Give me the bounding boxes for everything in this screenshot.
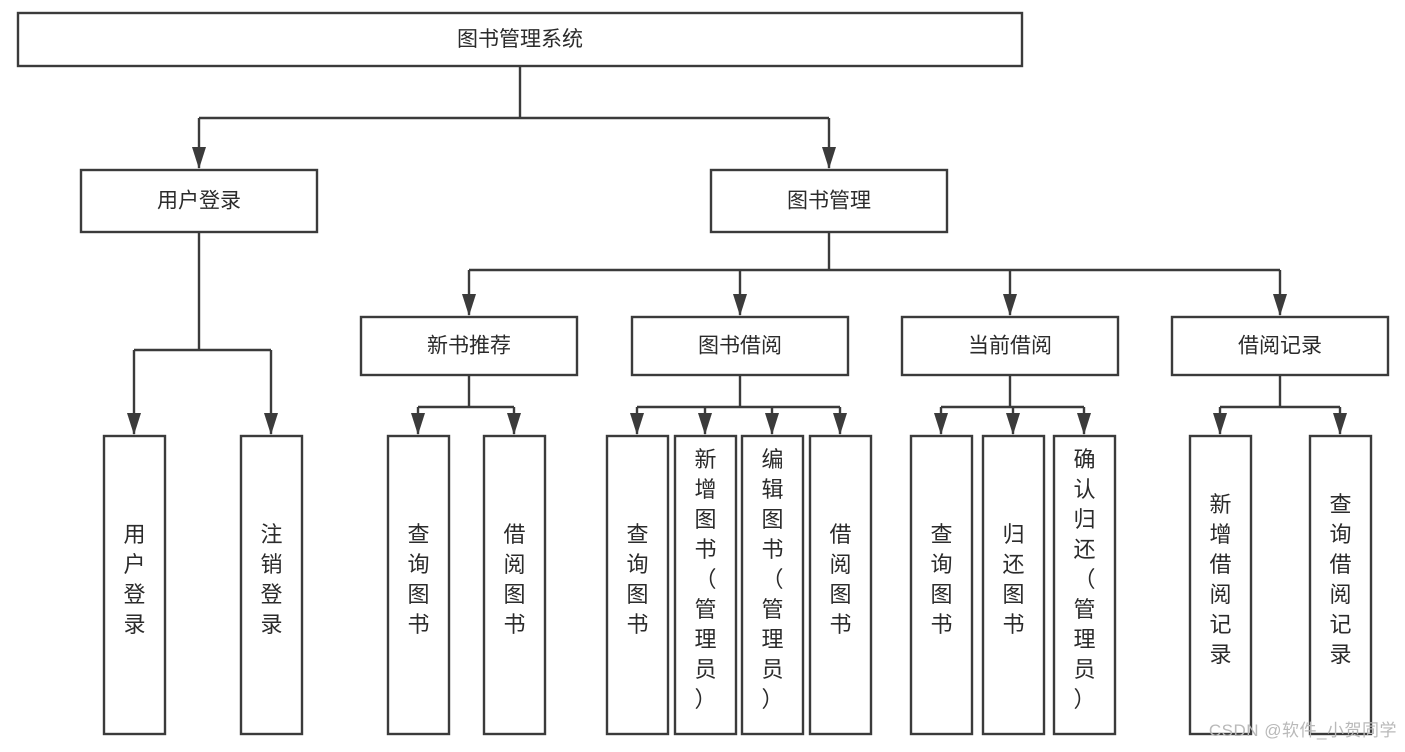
node-root-图书管理系统[interactable]: 图书管理系统 — [16, 11, 1024, 68]
arrow-head-icon — [462, 294, 476, 316]
node-leaf-9-归还图书-rect[interactable] — [981, 434, 1046, 736]
node-leaf-12-查询借阅记录[interactable]: 查询借阅记录 — [1308, 434, 1373, 736]
node-leaf-5-新增图书管理员-label: 新增图书（管理员） — [694, 447, 716, 712]
node-l2-图书管理-rect[interactable] — [709, 168, 949, 234]
node-leaf-6-编辑图书管理员[interactable]: 编辑图书（管理员） — [740, 434, 805, 736]
node-l3-图书借阅-label: 图书借阅 — [698, 335, 782, 358]
node-leaf-11-新增借阅记录-label: 新增借阅记录 — [1209, 492, 1231, 667]
node-root-图书管理系统-label: 图书管理系统 — [457, 28, 583, 51]
arrow-head-icon — [1003, 294, 1017, 316]
node-leaf-2-查询图书[interactable]: 查询图书 — [386, 434, 451, 736]
arrow-head-icon — [1006, 413, 1020, 435]
node-l2-用户登录[interactable]: 用户登录 — [79, 168, 319, 234]
node-leaf-0-用户登录-rect[interactable] — [102, 434, 167, 736]
node-l3-当前借阅-label: 当前借阅 — [968, 335, 1052, 358]
node-leaf-3-借阅图书-label: 借阅图书 — [503, 522, 525, 637]
node-leaf-9-归还图书[interactable]: 归还图书 — [981, 434, 1046, 736]
arrow-head-icon — [1213, 413, 1227, 435]
node-leaf-12-查询借阅记录-rect[interactable] — [1308, 434, 1373, 736]
node-leaf-6-编辑图书管理员-rect[interactable] — [740, 434, 805, 736]
node-leaf-7-借阅图书-label: 借阅图书 — [829, 522, 851, 637]
node-l2-用户登录-label: 用户登录 — [157, 190, 241, 213]
node-l3-当前借阅-rect[interactable] — [900, 315, 1120, 377]
node-leaf-2-查询图书-rect[interactable] — [386, 434, 451, 736]
arrow-head-icon — [264, 413, 278, 435]
arrow-head-icon — [833, 413, 847, 435]
node-l2-用户登录-rect[interactable] — [79, 168, 319, 234]
node-leaf-1-注销登录[interactable]: 注销登录 — [239, 434, 304, 736]
arrow-head-icon — [1077, 413, 1091, 435]
arrow-head-icon — [192, 147, 206, 169]
node-leaf-11-新增借阅记录[interactable]: 新增借阅记录 — [1188, 434, 1253, 736]
arrow-head-icon — [822, 147, 836, 169]
node-leaf-6-编辑图书管理员-label: 编辑图书（管理员） — [761, 447, 783, 712]
node-layer: 图书管理系统用户登录图书管理新书推荐图书借阅当前借阅借阅记录用户登录注销登录查询… — [16, 11, 1390, 736]
arrow-head-icon — [1333, 413, 1347, 435]
node-leaf-12-查询借阅记录-label: 查询借阅记录 — [1329, 492, 1351, 667]
node-leaf-9-归还图书-label: 归还图书 — [1002, 522, 1024, 637]
node-leaf-4-查询图书[interactable]: 查询图书 — [605, 434, 670, 736]
node-l3-图书借阅-rect[interactable] — [630, 315, 850, 377]
node-l3-新书推荐-label: 新书推荐 — [427, 335, 511, 358]
node-root-图书管理系统-rect[interactable] — [16, 11, 1024, 68]
node-l3-当前借阅[interactable]: 当前借阅 — [900, 315, 1120, 377]
node-leaf-10-确认归还管理员[interactable]: 确认归还（管理员） — [1052, 434, 1117, 736]
node-leaf-8-查询图书[interactable]: 查询图书 — [909, 434, 974, 736]
node-leaf-11-新增借阅记录-rect[interactable] — [1188, 434, 1253, 736]
node-leaf-10-确认归还管理员-label: 确认归还（管理员） — [1073, 447, 1095, 712]
connector-layer — [127, 66, 1347, 435]
node-l3-新书推荐-rect[interactable] — [359, 315, 579, 377]
node-l3-新书推荐[interactable]: 新书推荐 — [359, 315, 579, 377]
node-leaf-1-注销登录-label: 注销登录 — [260, 522, 282, 637]
node-leaf-5-新增图书管理员[interactable]: 新增图书（管理员） — [673, 434, 738, 736]
arrow-head-icon — [127, 413, 141, 435]
node-l3-借阅记录-rect[interactable] — [1170, 315, 1390, 377]
node-leaf-7-借阅图书[interactable]: 借阅图书 — [808, 434, 873, 736]
node-leaf-1-注销登录-rect[interactable] — [239, 434, 304, 736]
arrow-head-icon — [733, 294, 747, 316]
arrow-head-icon — [411, 413, 425, 435]
node-l3-借阅记录[interactable]: 借阅记录 — [1170, 315, 1390, 377]
node-leaf-5-新增图书管理员-rect[interactable] — [673, 434, 738, 736]
node-leaf-4-查询图书-label: 查询图书 — [626, 522, 648, 637]
arrow-head-icon — [934, 413, 948, 435]
node-leaf-10-确认归还管理员-rect[interactable] — [1052, 434, 1117, 736]
arrow-head-icon — [1273, 294, 1287, 316]
node-leaf-8-查询图书-label: 查询图书 — [930, 522, 952, 637]
node-leaf-8-查询图书-rect[interactable] — [909, 434, 974, 736]
node-l3-借阅记录-label: 借阅记录 — [1238, 335, 1322, 358]
node-l3-图书借阅[interactable]: 图书借阅 — [630, 315, 850, 377]
node-leaf-2-查询图书-label: 查询图书 — [407, 522, 429, 637]
node-leaf-0-用户登录-label: 用户登录 — [123, 522, 145, 637]
node-leaf-3-借阅图书[interactable]: 借阅图书 — [482, 434, 547, 736]
arrow-head-icon — [698, 413, 712, 435]
node-leaf-3-借阅图书-rect[interactable] — [482, 434, 547, 736]
node-leaf-4-查询图书-rect[interactable] — [605, 434, 670, 736]
arrow-head-icon — [507, 413, 521, 435]
arrow-head-icon — [765, 413, 779, 435]
node-l2-图书管理-label: 图书管理 — [787, 190, 871, 213]
node-l2-图书管理[interactable]: 图书管理 — [709, 168, 949, 234]
node-leaf-0-用户登录[interactable]: 用户登录 — [102, 434, 167, 736]
arrow-head-icon — [630, 413, 644, 435]
node-leaf-7-借阅图书-rect[interactable] — [808, 434, 873, 736]
